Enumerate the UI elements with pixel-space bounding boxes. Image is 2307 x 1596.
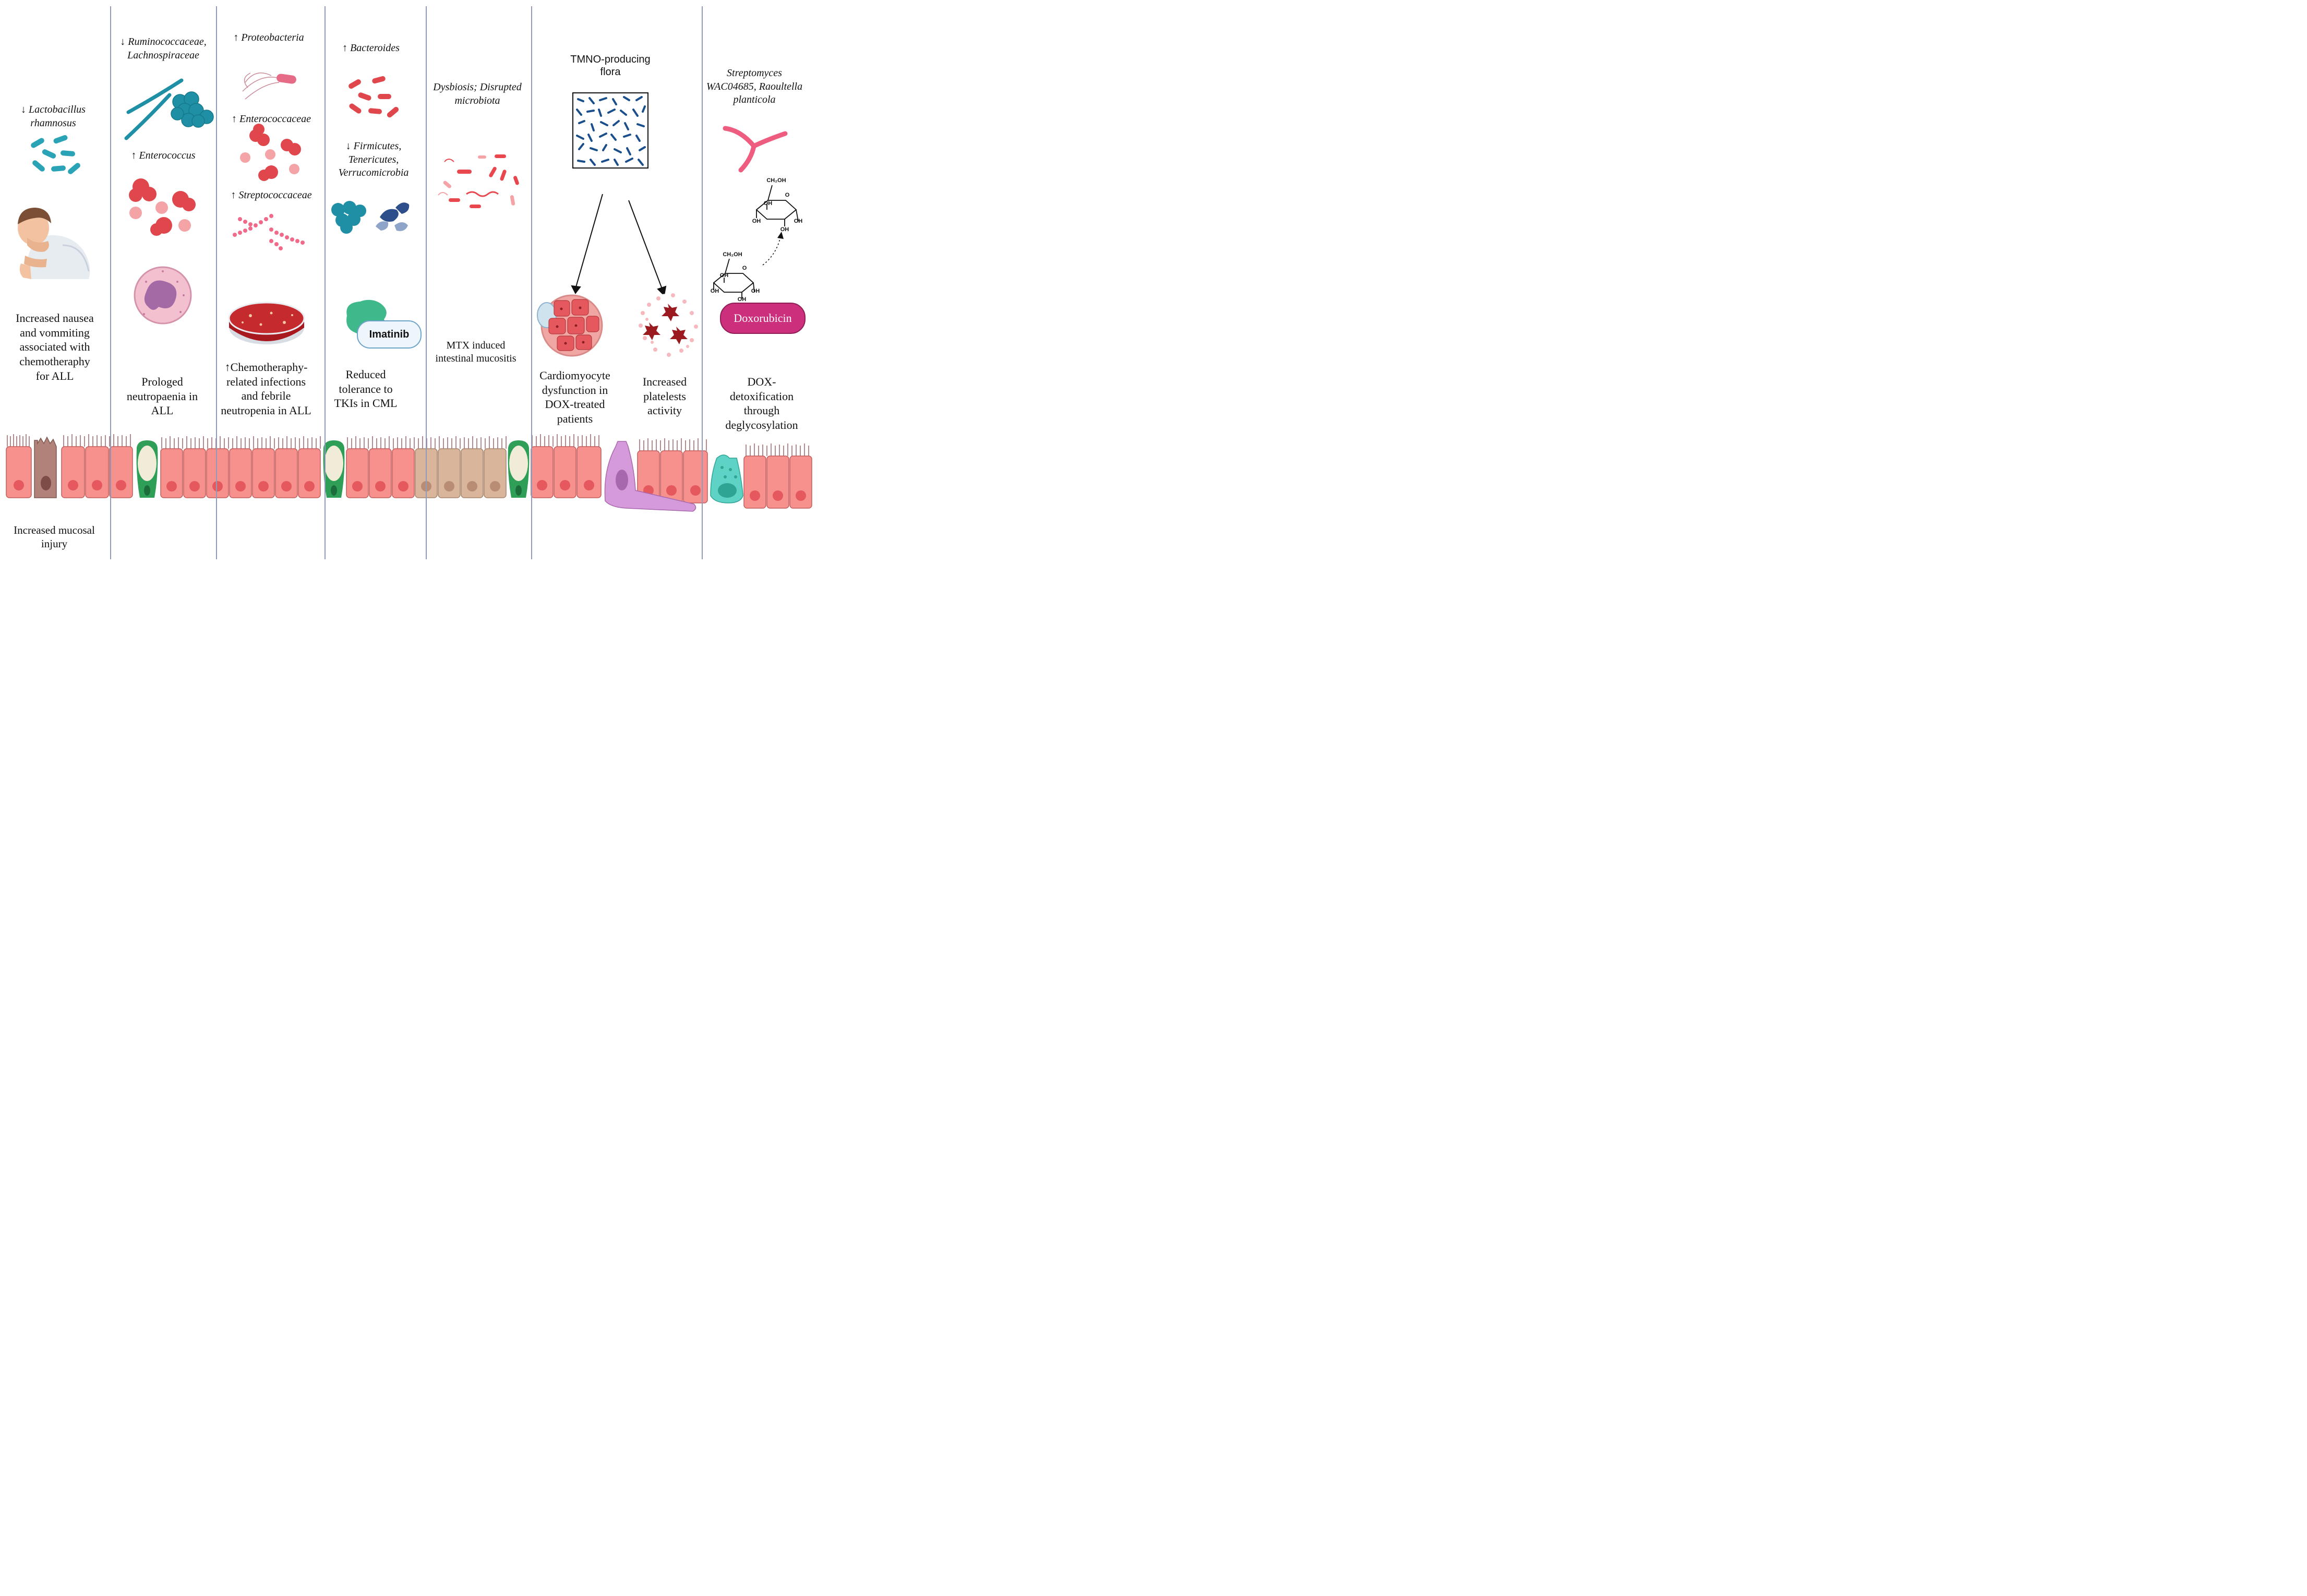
firmicutes-label: ↓ Firmicutes, Tenericutes, Verrucomicrob… (338, 140, 409, 179)
sugar-oh-label: OH (763, 200, 773, 207)
streptomyces-label: Streptomyces WAC04685, Raoultella planti… (706, 67, 803, 106)
dysbiosis-microbiota-icon (438, 154, 519, 208)
glucose-molecule-top (755, 185, 799, 226)
ruminococcaceae-label: ↓ Ruminococcaceae, Lachnospiraceae (120, 36, 207, 61)
column-divider (426, 6, 427, 559)
platelets-icon (635, 293, 700, 358)
goblet-cell (323, 440, 345, 498)
neutropaenia-outcome-text: Prologed neutropaenia in ALL (126, 375, 198, 417)
brown-enterocyte (34, 436, 57, 498)
lactobacillus-bacteria-icon (31, 135, 80, 174)
imatinib-label: Imatinib (369, 328, 410, 340)
nausea-outcome-text: Increased nausea and vommiting associate… (16, 311, 94, 382)
mtx-mucositis-outcome-text: MTX induced intestinal mucositis (435, 340, 516, 365)
bacteroides-icon (349, 76, 399, 118)
column-divider (531, 6, 532, 559)
lactobacillus-label: ↓ Lactobacillus rhamnosus (21, 104, 86, 129)
doxorubicin-label: Doxorubicin (734, 311, 792, 325)
column-divider (110, 6, 111, 559)
pathway-arrows (571, 194, 667, 297)
dysbiosis-label: Dysbiosis; Disrupted microbiota (433, 81, 522, 106)
paneth-cell (710, 454, 743, 503)
streptococcaceae-label: ↑ Streptococcaceae (231, 189, 312, 201)
detoxification-outcome-text: DOX-detoxification through deglycosylati… (725, 375, 798, 432)
cardiomyocyte-icon (537, 294, 603, 357)
lachnospiraceae-cluster-icon (171, 91, 214, 128)
neutrophil-icon (134, 266, 192, 325)
tki-tolerance-outcome-text: Reduced tolerance to TKIs in CML (334, 368, 398, 410)
bacteroides-label: ↑ Bacteroides (342, 42, 400, 54)
tenericutes-icon (376, 202, 410, 231)
enterococcus-label: ↑ Enterococcus (131, 150, 196, 161)
column-divider (325, 6, 326, 559)
mucosal-injury-text: Increased mucosal injury (14, 524, 95, 550)
streptococcaceae-chain-icon (233, 214, 305, 250)
sugar-o-label: O (785, 192, 790, 198)
enterococcaceae-label: ↑ Enterococcaceae (232, 113, 311, 125)
imatinib-pill: Imatinib (357, 320, 422, 349)
sugar-oh-label: OH (751, 288, 760, 294)
sugar-oh-label: OH (719, 272, 729, 279)
deglycosylation-arrow (762, 232, 784, 266)
tmno-flora-box-icon (572, 92, 648, 169)
doxorubicin-pill: Doxorubicin (720, 303, 806, 334)
sugar-oh-label: OH (794, 218, 803, 224)
sugar-ch2oh-label: CH₂OH (766, 177, 786, 184)
goblet-cell (136, 440, 158, 498)
ruminococcaceae-chain-icon (124, 78, 184, 140)
proteobacteria-label: ↑ Proteobacteria (233, 32, 304, 43)
enterococcus-cluster-icon (129, 178, 196, 236)
enterococcaceae-cluster-icon (240, 124, 301, 181)
intestinal-epithelium (6, 434, 812, 512)
sugar-oh-label: OH (780, 226, 789, 233)
sugar-oh-label: OH (752, 218, 761, 224)
nauseous-patient-icon (18, 208, 90, 279)
sugar-oh-label: OH (737, 296, 747, 303)
platelets-outcome-text: Increased platelests activity (642, 375, 687, 417)
tmno-flora-label: TMNO-producing flora (570, 54, 651, 78)
figure-graphics (6, 73, 812, 512)
column-divider (702, 6, 703, 559)
streptomyces-icon (723, 126, 788, 173)
cardiomyocyte-outcome-text: Cardiomyocyte dysfunction in DOX-treated… (539, 369, 610, 426)
proteobacteria-icon (242, 73, 296, 100)
sugar-ch2oh-label: CH₂OH (723, 251, 742, 258)
sugar-oh-label: OH (710, 288, 719, 294)
infections-outcome-text: ↑Chemotheraphy-related infections and fe… (221, 361, 311, 417)
goblet-cell (508, 440, 530, 498)
blood-agar-petri-dish-icon (228, 302, 305, 344)
firmicutes-cluster-icon (331, 201, 366, 234)
glucose-molecule-bottom (713, 258, 755, 298)
tuft-cell (604, 441, 696, 512)
sugar-o-label: O (742, 265, 747, 271)
column-divider (216, 6, 217, 559)
